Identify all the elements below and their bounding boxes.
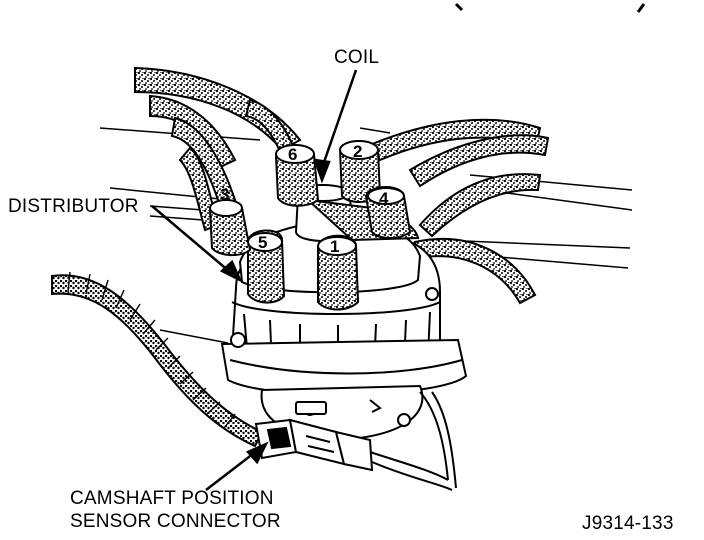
terminal-label-1: 1: [330, 237, 339, 256]
camshaft-sensor-label-line2: SENSOR CONNECTOR: [70, 511, 281, 532]
boot-caps: [209, 140, 405, 256]
distributor-label: DISTRIBUTOR: [8, 196, 139, 217]
distributor-leader: [151, 205, 231, 273]
boot-6-cap: [275, 144, 315, 164]
boot-3-cap: [209, 199, 243, 217]
terminal-numbers: 1 2 3 4 5 6: [220, 142, 389, 256]
terminal-label-5: 5: [258, 233, 267, 252]
sensor-connector: [254, 391, 457, 491]
top-mark-left: [454, 2, 464, 12]
camshaft-sensor-label-line1: CAMSHAFT POSITION: [70, 488, 274, 509]
coil-arrowhead: [313, 158, 331, 184]
coil-leader: [320, 69, 358, 169]
leader-lines: [151, 69, 358, 491]
boot-4-cap: [367, 187, 405, 205]
top-mark-right: [636, 3, 646, 13]
spark-plug-wires: [134, 66, 550, 305]
boot-5-cap: [247, 232, 283, 252]
figure-id: J9314-133: [582, 513, 674, 534]
connector-arrowhead: [245, 441, 269, 465]
terminal-label-2: 2: [353, 142, 362, 161]
terminal-label-4: 4: [379, 189, 389, 208]
boot-2-cap: [339, 140, 379, 160]
terminal-label-3: 3: [220, 185, 229, 204]
terminal-label-6: 6: [288, 145, 297, 164]
coil-label: COIL: [334, 47, 380, 68]
connector-leader: [205, 449, 259, 491]
harness-ribs: [67, 271, 236, 429]
distributor-arrowhead: [219, 259, 243, 283]
boot-1-cap: [317, 236, 357, 256]
